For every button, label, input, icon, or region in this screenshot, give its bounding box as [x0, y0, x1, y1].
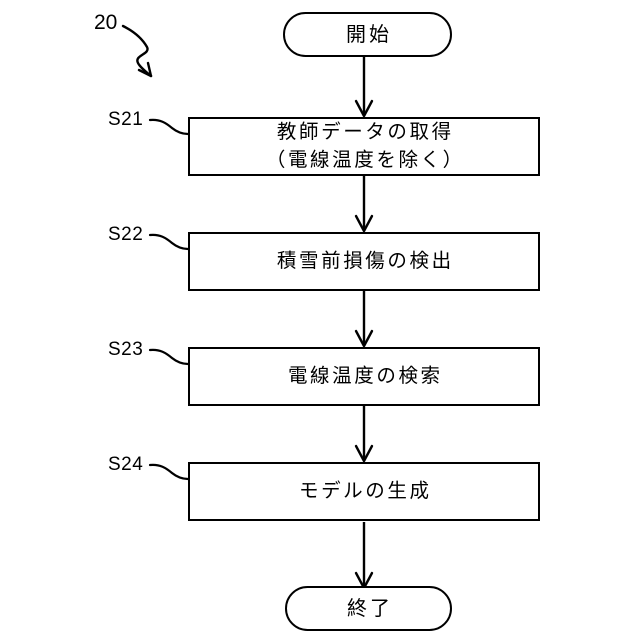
leader-line-s21: [148, 118, 190, 136]
flow-node-start[interactable]: 開始: [283, 12, 452, 57]
step-label-s23: S23: [108, 339, 144, 360]
flow-node-s23-line-1: 電線温度の検索: [287, 364, 443, 387]
step-label-s22: S22: [108, 224, 144, 245]
flow-node-s22[interactable]: 積雪前損傷の検出: [188, 232, 540, 291]
flow-node-s21[interactable]: 教師データの取得 （電線温度を除く）: [188, 117, 540, 176]
connector-s22-to-s23: [354, 291, 374, 348]
flow-node-s21-line-2: （電線温度を除く）: [265, 148, 465, 171]
step-label-s24: S24: [108, 454, 144, 475]
flow-node-s24-line-1: モデルの生成: [298, 479, 432, 502]
connector-s21-to-s22: [354, 176, 374, 233]
leader-line-s23: [148, 348, 190, 366]
connector-start-to-s21: [354, 56, 374, 118]
flow-node-end-label: 終了: [347, 597, 393, 620]
leader-line-s24: [148, 463, 190, 481]
leader-line-s22: [148, 233, 190, 251]
step-label-s21: S21: [108, 109, 144, 130]
connector-s24-to-end: [354, 522, 374, 590]
flow-node-start-label: 開始: [346, 23, 392, 46]
flow-node-s21-line-1: 教師データの取得: [276, 120, 454, 143]
figure-reference-number: 20: [94, 11, 118, 34]
flow-node-s22-line-1: 積雪前損傷の検出: [276, 249, 454, 272]
connector-s23-to-s24: [354, 406, 374, 463]
flow-node-s24[interactable]: モデルの生成: [188, 462, 540, 521]
figure-callout-arrow: [121, 24, 153, 78]
flow-node-s23[interactable]: 電線温度の検索: [188, 347, 540, 406]
flow-node-end[interactable]: 終了: [285, 586, 452, 631]
